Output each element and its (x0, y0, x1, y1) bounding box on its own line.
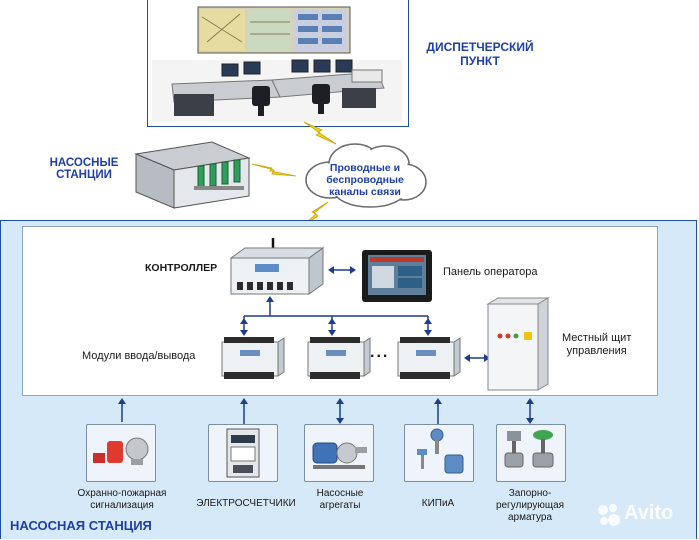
electric-meter-card (208, 424, 278, 482)
io-module-icon (396, 336, 462, 382)
valves-card (496, 424, 566, 482)
pump-station-building-icon (134, 140, 252, 210)
double-arrow-icon (526, 398, 534, 424)
cloud-line1: Проводные и (329, 162, 401, 174)
local-panel-line1: Местный щит (562, 332, 632, 344)
local-panel-label: Местный щит управления (562, 332, 631, 358)
pump-unit-icon (312, 442, 367, 469)
io-modules-label: Модули ввода/вывода (82, 350, 196, 362)
device-label-electric-meters: ЭЛЕКТРОСЧЕТЧИКИ (186, 498, 306, 510)
signal-arrow-icon (240, 398, 248, 424)
local-control-cabinet-icon (486, 296, 550, 392)
device-line: агрегаты (319, 500, 361, 511)
dispatch-title-line1: ДИСПЕТЧЕРСКИЙ (426, 40, 534, 54)
io-module-icon (220, 336, 286, 382)
cloud-line3: каналы связи (329, 186, 401, 198)
avito-watermark: Avito (596, 502, 696, 528)
device-line: Запорно- (508, 488, 552, 499)
cloud-text: Проводные и беспроводные каналы связи (310, 162, 420, 198)
double-arrow-icon (328, 266, 356, 274)
io-modules-ellipsis: ... (370, 344, 390, 361)
instrumentation-icon (417, 428, 464, 474)
device-line: ЭЛЕКТРОСЧЕТЧИКИ (196, 498, 296, 509)
avito-logo-icon (598, 504, 620, 526)
device-line: арматура (507, 512, 553, 523)
pump-station-label: НАСОСНАЯ СТАНЦИЯ (10, 518, 152, 533)
controller-label: КОНТРОЛЛЕР (145, 262, 218, 274)
dispatch-title: ДИСПЕТЧЕРСКИЙ ПУНКТ (405, 40, 555, 68)
device-line: Охранно-пожарная (77, 488, 167, 499)
dispatch-room-illustration (152, 2, 402, 122)
device-label-valves: Запорно- регулирующая арматура (470, 488, 590, 524)
double-arrow-icon (336, 398, 344, 424)
device-line: Насосные (316, 488, 364, 499)
device-label-kipia: КИПиА (378, 498, 498, 510)
avito-watermark-text: Avito (624, 502, 674, 524)
controller-device-icon (225, 236, 325, 298)
operator-panel-icon (362, 250, 432, 302)
valve-icon (504, 430, 554, 468)
signal-arrow-icon (118, 398, 126, 422)
device-line: регулирующая (495, 500, 565, 511)
pump-unit-card (304, 424, 374, 482)
device-line: сигнализация (90, 500, 154, 511)
pump-stations-title: НАСОСНЫЕ СТАНЦИИ (44, 157, 124, 181)
communication-cloud (300, 140, 430, 210)
fire-alarm-icon (93, 437, 149, 465)
lightning-bolt-icon (251, 163, 297, 177)
instrumentation-card (404, 424, 474, 482)
pump-stations-line2: СТАНЦИИ (56, 169, 112, 181)
fire-alarm-card (86, 424, 156, 482)
local-panel-line2: управления (566, 345, 627, 357)
io-bus-lines (240, 296, 432, 336)
electric-meter-icon (226, 428, 260, 478)
io-module-icon (306, 336, 372, 382)
device-label-pump-units: Насосные агрегаты (280, 488, 400, 512)
cloud-line2: беспроводные (326, 174, 404, 186)
device-line: КИПиА (421, 498, 455, 509)
lightning-bolt-icon (303, 121, 337, 145)
operator-panel-label: Панель оператора (443, 266, 538, 278)
signal-arrow-icon (434, 398, 442, 424)
device-label-fire-alarm: Охранно-пожарная сигнализация (62, 488, 182, 512)
double-arrow-icon (464, 354, 490, 362)
dispatch-title-line2: ПУНКТ (460, 54, 500, 68)
pump-stations-line1: НАСОСНЫЕ (49, 157, 119, 169)
